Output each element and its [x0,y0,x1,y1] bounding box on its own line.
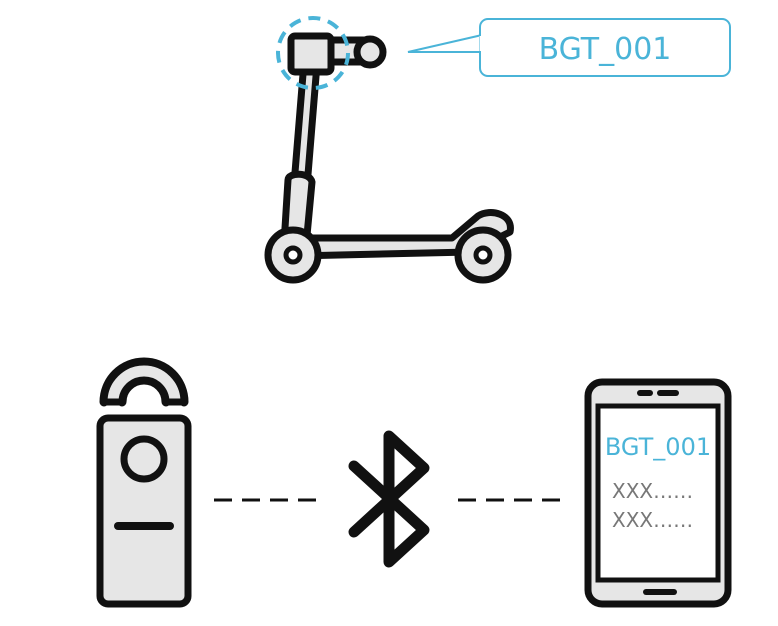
phone-list-item-2: XXX…… [612,508,693,532]
callout-label: BGT_001 [539,32,672,67]
beacon-device-icon [96,357,192,608]
phone-list-item-1: XXX…… [612,479,693,503]
device-highlight-ring [276,16,350,90]
callout-pointer [407,34,483,53]
bluetooth-icon [348,430,430,568]
phone-device-name: BGT_001 [605,433,711,461]
callout: BGT_001 [479,18,731,77]
scooter-icon [264,32,514,284]
smartphone-icon [584,378,732,608]
